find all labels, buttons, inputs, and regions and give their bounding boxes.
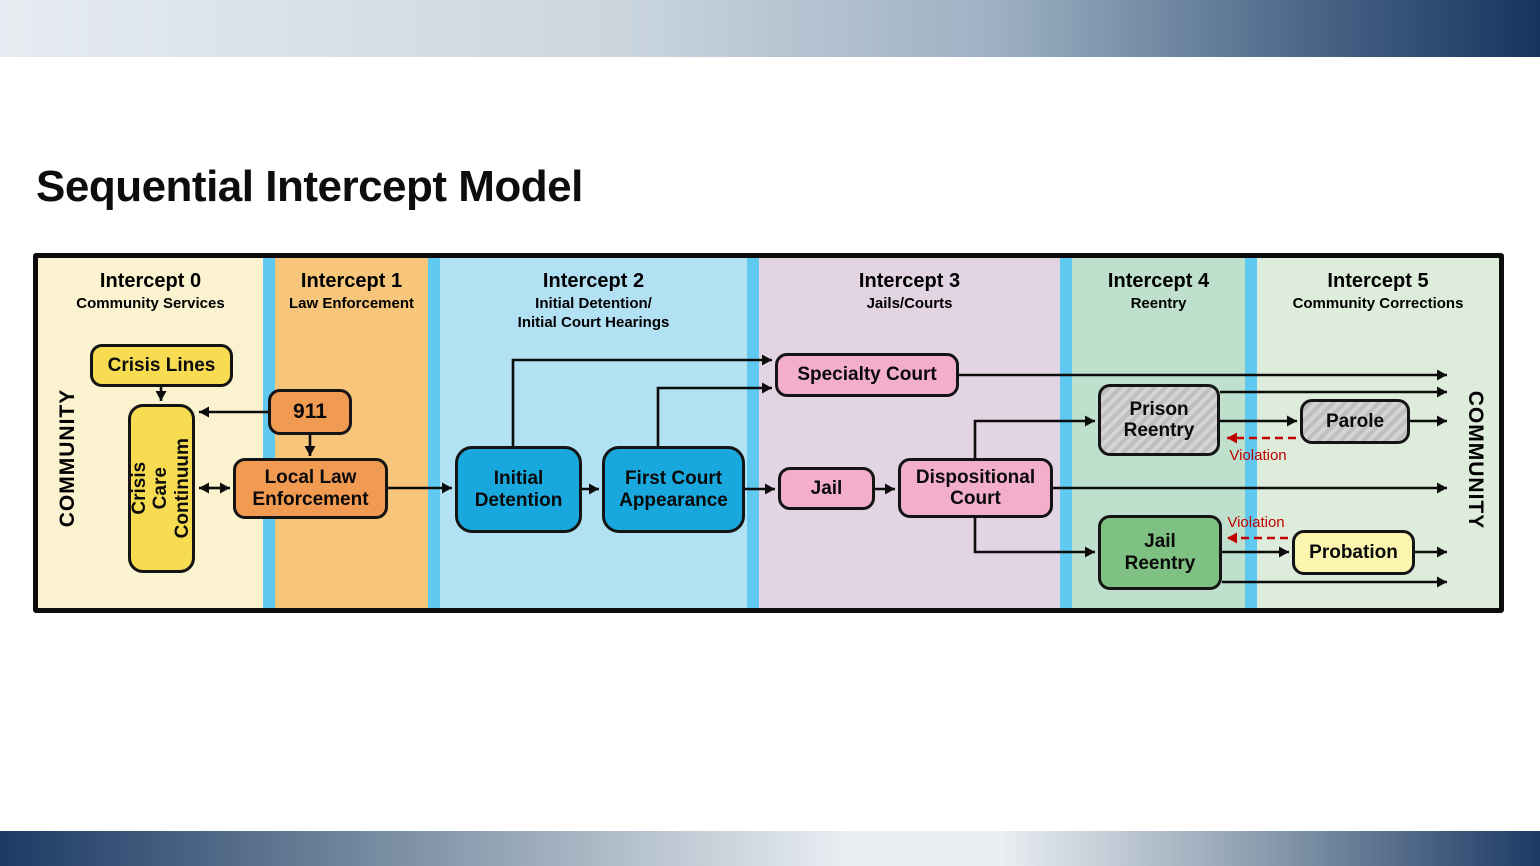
divider-0-1 <box>263 258 275 608</box>
node-probation: Probation <box>1292 530 1415 575</box>
column-intercept-2: Intercept 2 Initial Detention/ Initial C… <box>440 258 747 608</box>
bottom-gradient-banner <box>0 831 1540 866</box>
intercept-2-header: Intercept 2 Initial Detention/ Initial C… <box>440 258 747 332</box>
intercept-5-title: Intercept 5 <box>1327 270 1429 292</box>
node-first-court-appearance: First Court Appearance <box>602 446 745 533</box>
intercept-2-subtitle2: Initial Court Hearings <box>517 314 670 331</box>
divider-4-5 <box>1245 258 1257 608</box>
intercept-2-subtitle: Initial Detention/ <box>535 295 652 312</box>
intercept-3-subtitle: Jails/Courts <box>866 295 953 312</box>
intercept-0-subtitle: Community Services <box>76 295 225 312</box>
violation-label-probation: Violation <box>1227 514 1285 531</box>
node-911: 911 <box>268 389 352 435</box>
intercept-1-title: Intercept 1 <box>300 270 403 292</box>
intercept-0-title: Intercept 0 <box>99 270 202 292</box>
node-initial-detention: Initial Detention <box>455 446 582 533</box>
top-gradient-banner <box>0 0 1540 57</box>
intercept-5-header: Intercept 5 Community Corrections <box>1257 258 1499 313</box>
intercept-4-header: Intercept 4 Reentry <box>1072 258 1245 313</box>
divider-2-3 <box>747 258 759 608</box>
node-specialty-court: Specialty Court <box>775 353 959 397</box>
intercept-1-header: Intercept 1 Law Enforcement <box>275 258 428 313</box>
intercept-4-subtitle: Reentry <box>1130 295 1187 312</box>
column-intercept-3: Intercept 3 Jails/Courts <box>759 258 1060 608</box>
intercept-3-title: Intercept 3 <box>858 270 961 292</box>
divider-3-4 <box>1060 258 1072 608</box>
node-crisis-lines: Crisis Lines <box>90 344 233 387</box>
intercept-2-title: Intercept 2 <box>542 270 645 292</box>
node-jail-reentry: Jail Reentry <box>1098 515 1222 590</box>
node-dispositional-court: Dispositional Court <box>898 458 1053 518</box>
community-label-right: COMMUNITY <box>1464 390 1487 530</box>
intercept-1-subtitle: Law Enforcement <box>288 295 415 312</box>
intercept-0-header: Intercept 0 Community Services <box>38 258 263 313</box>
sequential-intercept-diagram: Intercept 0 Community Services Intercept… <box>33 253 1504 613</box>
node-parole: Parole <box>1300 399 1410 444</box>
community-label-left: COMMUNITY <box>56 388 79 528</box>
divider-1-2 <box>428 258 440 608</box>
node-jail: Jail <box>778 467 875 510</box>
violation-label-parole: Violation <box>1229 447 1287 464</box>
node-local-law-enforcement: Local Law Enforcement <box>233 458 388 519</box>
page-title: Sequential Intercept Model <box>36 162 583 211</box>
crisis-care-continuum-label: Crisis Care Continuum <box>129 438 194 539</box>
node-prison-reentry: Prison Reentry <box>1098 384 1220 456</box>
intercept-4-title: Intercept 4 <box>1107 270 1210 292</box>
intercept-5-subtitle: Community Corrections <box>1292 295 1464 312</box>
intercept-3-header: Intercept 3 Jails/Courts <box>759 258 1060 313</box>
node-crisis-care-continuum: Crisis Care Continuum <box>128 404 195 573</box>
